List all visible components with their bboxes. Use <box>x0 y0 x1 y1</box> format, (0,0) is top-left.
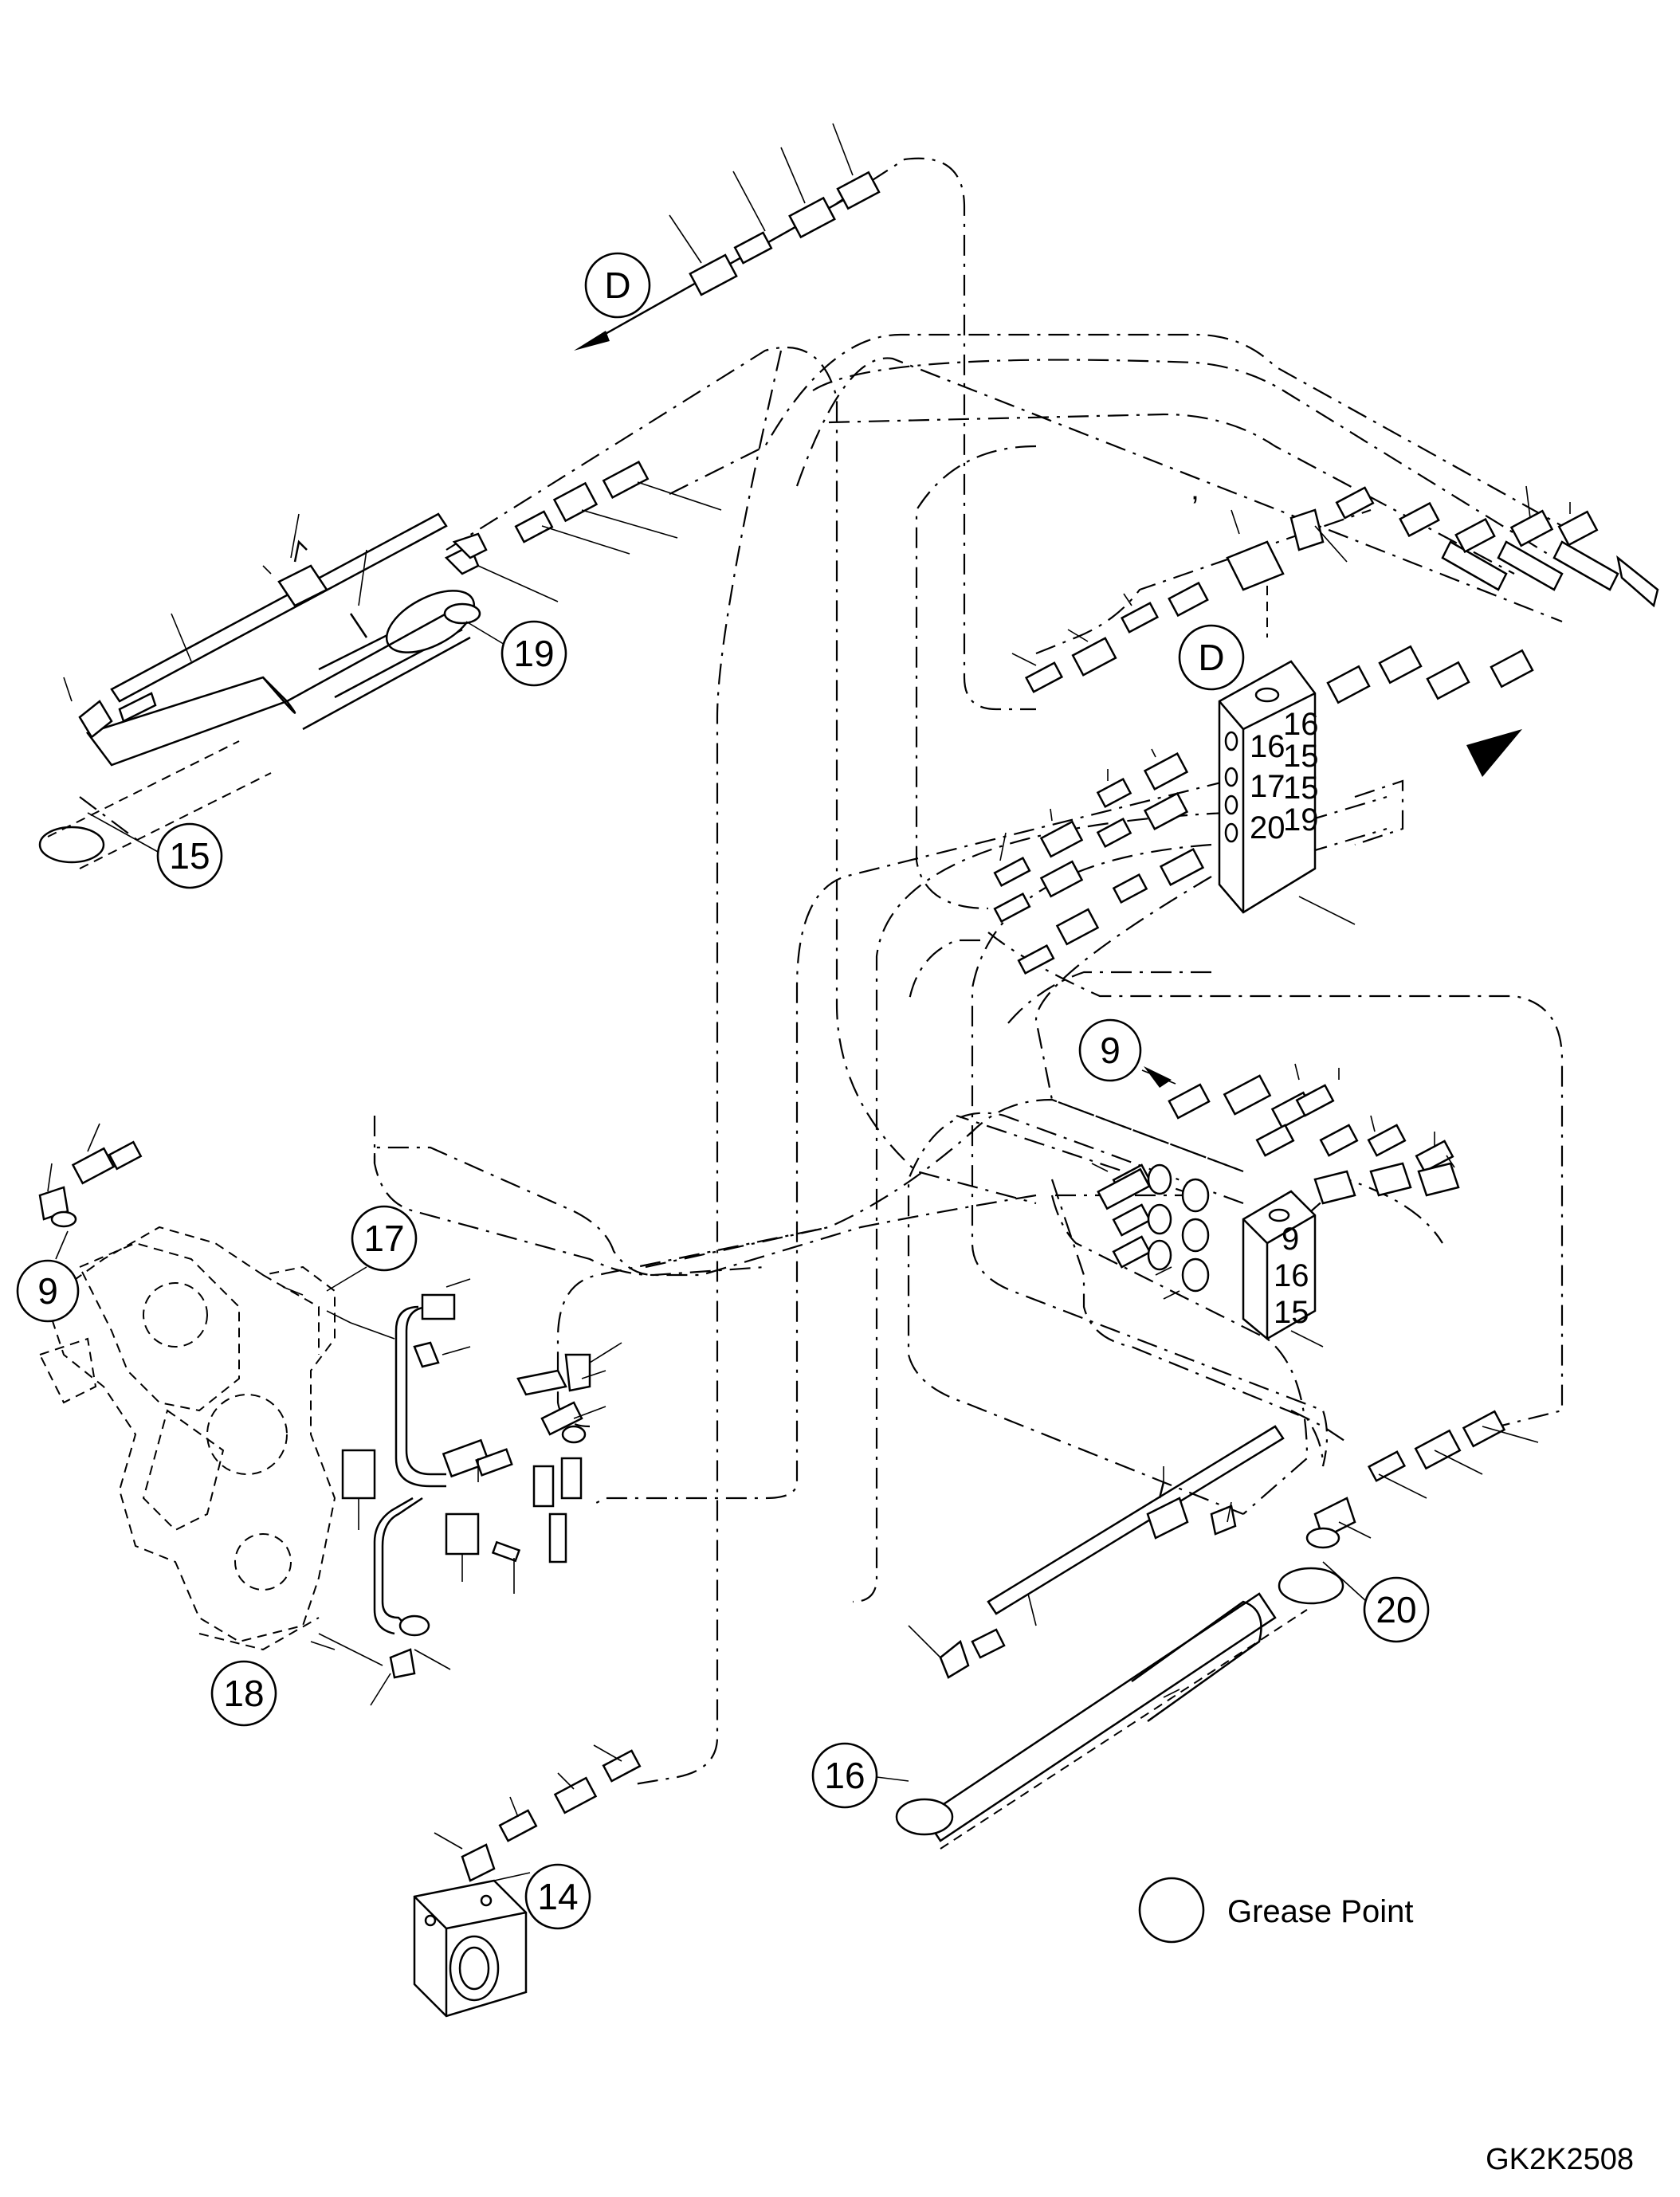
main-manifold: 16 17 20 16 15 15 19 <box>1218 660 1522 925</box>
callout-20: 20 <box>1322 1561 1430 1643</box>
callout-label-D-top: D <box>604 265 630 306</box>
callout-17: 17 <box>326 1205 418 1292</box>
top-fitting-chain <box>574 123 881 351</box>
callout-label-14: 14 <box>537 1876 578 1917</box>
small-manifold: 9 16 15 <box>1242 1190 1324 1348</box>
callout-label-18: 18 <box>223 1673 264 1714</box>
left-bracket-tube <box>310 1278 622 1706</box>
callout-9-left: 9 <box>16 1230 80 1323</box>
manifold-left-label-2: 17 <box>1250 769 1286 804</box>
tick-mark: ’ <box>1191 490 1199 525</box>
legend-label: Grease Point <box>1227 1894 1413 1929</box>
arrow-head-to-D <box>574 331 610 351</box>
manifold-right-label-4: 19 <box>1283 802 1319 838</box>
callout-label-9-left: 9 <box>37 1270 58 1312</box>
grease-line-routes <box>79 157 1564 1787</box>
callout-label-9-mid: 9 <box>1100 1030 1121 1071</box>
callout-15: 15 <box>87 812 223 889</box>
callout-label-D-right: D <box>1198 637 1224 678</box>
left-cylinder-assembly <box>38 460 722 869</box>
callout-label-15: 15 <box>169 835 210 877</box>
callout-18: 18 <box>210 1660 277 1727</box>
callout-16: 16 <box>811 1742 909 1809</box>
callout-19: 19 <box>465 620 567 687</box>
manifold-fittings: ’ <box>993 485 1659 975</box>
engine-housing <box>38 1226 336 1651</box>
small-manifold-label-2: 16 <box>1274 1258 1309 1293</box>
manifold-left-label-1: 16 <box>1250 729 1286 764</box>
bearing-flange <box>413 1744 642 2018</box>
manifold-right-label-2: 15 <box>1283 739 1319 774</box>
manifold-right-label-3: 15 <box>1283 771 1319 806</box>
right-cylinder-assembly <box>895 1410 1539 1850</box>
small-manifold-label-1: 9 <box>1282 1222 1299 1257</box>
small-manifold-fittings <box>1091 1063 1460 1300</box>
direction-arrow <box>1466 729 1522 777</box>
callout-label-20: 20 <box>1376 1589 1416 1630</box>
callout-label-17: 17 <box>363 1218 404 1259</box>
callout-label-16: 16 <box>824 1755 865 1796</box>
callout-14: 14 <box>524 1863 591 1930</box>
callout-D-right: D <box>1178 624 1245 691</box>
callout-label-19: 19 <box>513 633 554 674</box>
manifold-left-label-3: 20 <box>1250 810 1286 845</box>
callout-D-top: D <box>584 252 651 319</box>
legend: Grease Point <box>1138 1877 1413 1944</box>
grease-point-symbol <box>1138 1877 1205 1944</box>
left-fittings-9 <box>38 1123 143 1228</box>
manifold-right-label-1: 16 <box>1283 707 1319 742</box>
small-manifold-label-3: 15 <box>1274 1295 1309 1330</box>
callout-9-mid: 9 <box>1078 1018 1176 1085</box>
figure-code: GK2K2508 <box>1486 2143 1634 2176</box>
